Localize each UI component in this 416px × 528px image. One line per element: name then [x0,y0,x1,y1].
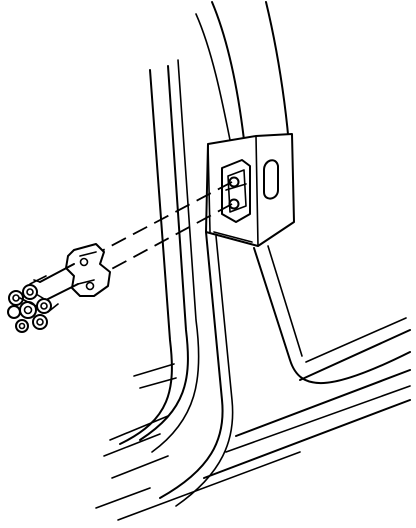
screw-head-3 [7,305,21,319]
screws-cluster [7,275,59,333]
bolt-hole-upper [228,176,240,188]
screw-head-6 [15,319,29,333]
plate-hole-lower [85,281,95,291]
striker-plate [65,243,111,297]
screw-head-1 [8,290,24,306]
alignment-lines [91,181,233,273]
screw-head-7 [32,314,48,330]
bolt-hole-lower [228,198,240,210]
plate-hole-upper [79,257,89,267]
screw-head-2 [22,284,38,300]
screw-head-5 [36,298,52,314]
door-pillar [95,1,411,521]
mounting-slot [263,159,279,200]
striker-bracket [221,159,251,223]
